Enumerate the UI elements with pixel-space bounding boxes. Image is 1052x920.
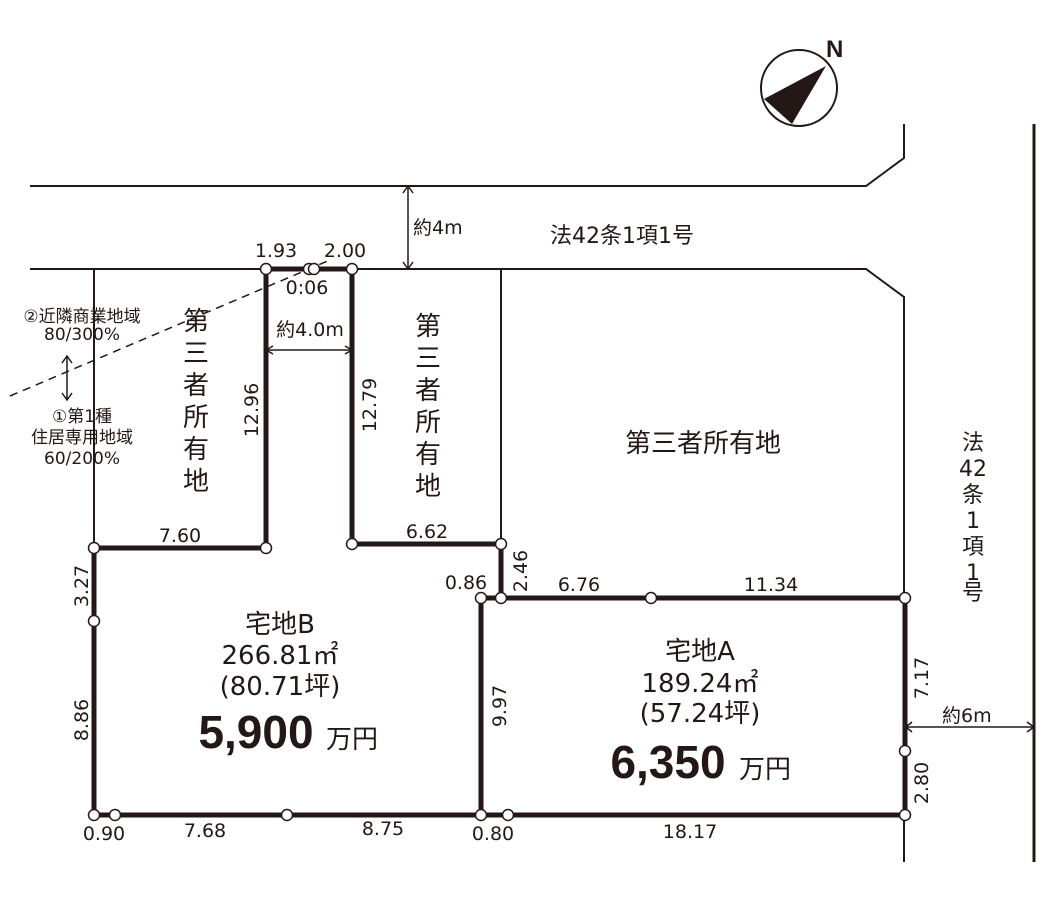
dim-a-top-1: 6.76 [558, 574, 600, 596]
dim-left-pass: 12.96 [241, 383, 263, 437]
lot-b-area: 266.81㎡ [222, 641, 339, 671]
lot-b-price: 5,900 [198, 706, 313, 758]
svg-text:1: 1 [966, 509, 980, 534]
dim-passage-width: 約4.0m [276, 319, 344, 341]
lot-a-price: 6,350 [610, 736, 725, 788]
svg-text:42: 42 [959, 457, 987, 482]
dim-top-3: 0:06 [286, 277, 329, 299]
dim-top-1: 1.93 [255, 240, 297, 262]
road-right-label: 法 42 条 1 項 1 号 [959, 431, 987, 606]
dim-bottom-4: 0.80 [472, 823, 514, 845]
svg-text:所: 所 [183, 403, 209, 433]
road-width-arrow-top [402, 184, 414, 271]
dim-divider: 9.97 [489, 685, 511, 727]
lot-a-name: 宅地A [665, 637, 735, 667]
boundary-markers [87, 262, 912, 822]
compass-north-label: N [826, 36, 843, 63]
dim-bottom-2: 7.68 [184, 820, 226, 842]
dim-b-top-mid: 6.62 [406, 521, 448, 543]
road-top-label: 法42条1項1号 [550, 224, 694, 249]
svg-text:地: 地 [415, 472, 441, 502]
dim-step-vertical: 2.46 [510, 550, 532, 592]
lot-b-tsubo: (80.71坪) [220, 672, 341, 702]
lot-b-name: 宅地B [245, 610, 315, 640]
svg-text:条: 条 [962, 483, 984, 508]
svg-text:有: 有 [183, 435, 209, 465]
dim-bottom-3: 8.75 [362, 818, 404, 840]
passage-width-arrow [264, 345, 354, 355]
dim-a-top-2: 11.34 [744, 574, 798, 596]
lot-a-boundary [481, 595, 908, 818]
svg-text:三: 三 [415, 344, 441, 374]
zoning-lower-ratio: 60/200% [44, 449, 120, 469]
third-party-left-label: 第 三 者 所 有 地 [183, 307, 209, 497]
lot-a-tsubo: (57.24坪) [640, 699, 761, 729]
dim-a-right-2: 2.80 [911, 762, 933, 804]
dim-b-left-bottom: 8.86 [71, 699, 93, 741]
compass-icon [760, 49, 838, 127]
dim-step-horizontal: 0.86 [445, 572, 487, 594]
svg-text:項: 項 [962, 535, 984, 560]
dim-right-pass: 12.79 [359, 378, 381, 432]
svg-text:第: 第 [183, 307, 209, 337]
svg-text:号: 号 [962, 581, 984, 606]
svg-text:第: 第 [415, 312, 441, 342]
dim-bottom-1: 0.90 [83, 823, 125, 845]
third-party-middle-label: 第 三 者 所 有 地 [415, 312, 441, 502]
svg-text:地: 地 [183, 467, 209, 497]
zoning-upper-name: ②近隣商業地域 [23, 307, 140, 327]
svg-text:所: 所 [415, 408, 441, 438]
svg-text:者: 者 [183, 371, 209, 401]
zoning-lower-name: ①第1種 [52, 407, 112, 427]
svg-text:有: 有 [415, 440, 441, 470]
zoning-boundary-line [9, 259, 331, 397]
zoning-lower-type: 住居専用地域 [31, 428, 133, 448]
zoning-arrow-icon [61, 354, 73, 402]
zoning-upper-ratio: 80/300% [44, 325, 120, 345]
lot-b-price-unit: 万円 [326, 725, 378, 755]
third-party-right-label: 第三者所有地 [625, 429, 781, 459]
dim-a-right-1: 7.17 [911, 657, 933, 699]
svg-text:1: 1 [966, 561, 980, 586]
dim-top-2: 2.00 [324, 240, 366, 262]
road-lines [30, 124, 1036, 862]
svg-text:者: 者 [415, 376, 441, 406]
road-top-width: 約4m [413, 217, 463, 239]
dim-b-top-left: 7.60 [159, 525, 201, 547]
dim-b-left-top: 3.27 [71, 565, 93, 607]
road-right-width: 約6m [942, 705, 992, 727]
svg-text:三: 三 [183, 339, 209, 369]
svg-text:法: 法 [962, 431, 984, 456]
lot-a-area: 189.24㎡ [642, 669, 759, 699]
lot-a-price-unit: 万円 [739, 755, 791, 785]
dim-bottom-5: 18.17 [663, 821, 717, 843]
